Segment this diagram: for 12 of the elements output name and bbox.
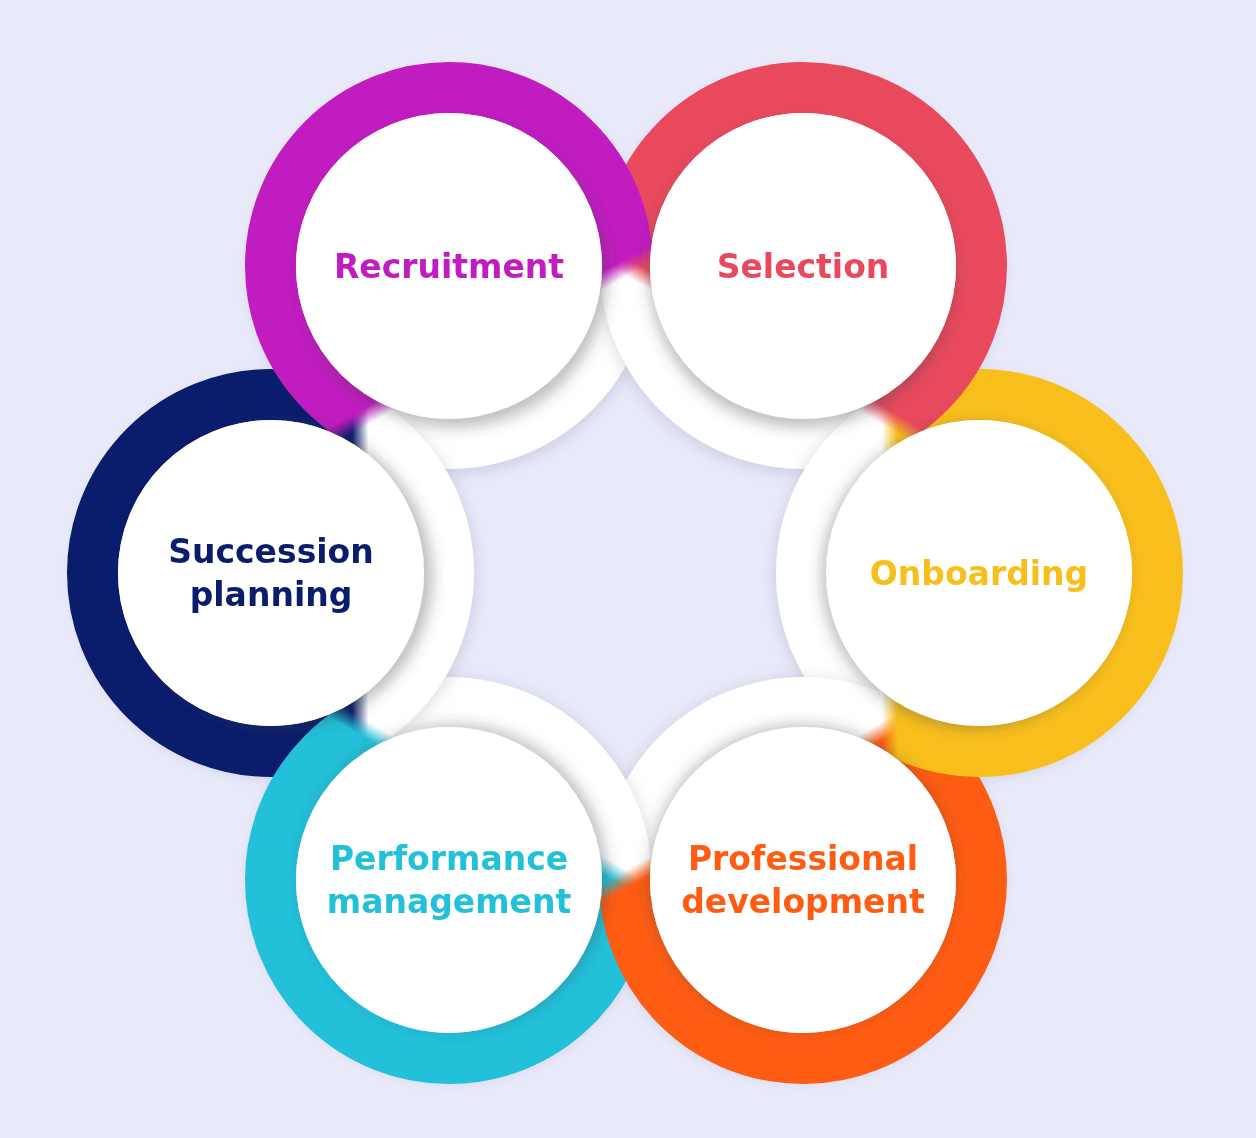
circle-node — [68, 370, 474, 776]
circle-node — [600, 63, 1006, 469]
stage-label: Succession planning — [167, 531, 375, 616]
stage-label: Selection — [716, 245, 890, 288]
circle-node — [246, 63, 652, 469]
circle-node — [776, 370, 1182, 776]
stage-label: Performance management — [326, 838, 572, 923]
circle-node — [246, 677, 652, 1083]
stage-label: Recruitment — [333, 245, 565, 288]
circle-node — [600, 677, 1006, 1083]
stage-label: Onboarding — [869, 552, 1089, 595]
stage-label: Professional development — [680, 838, 926, 923]
